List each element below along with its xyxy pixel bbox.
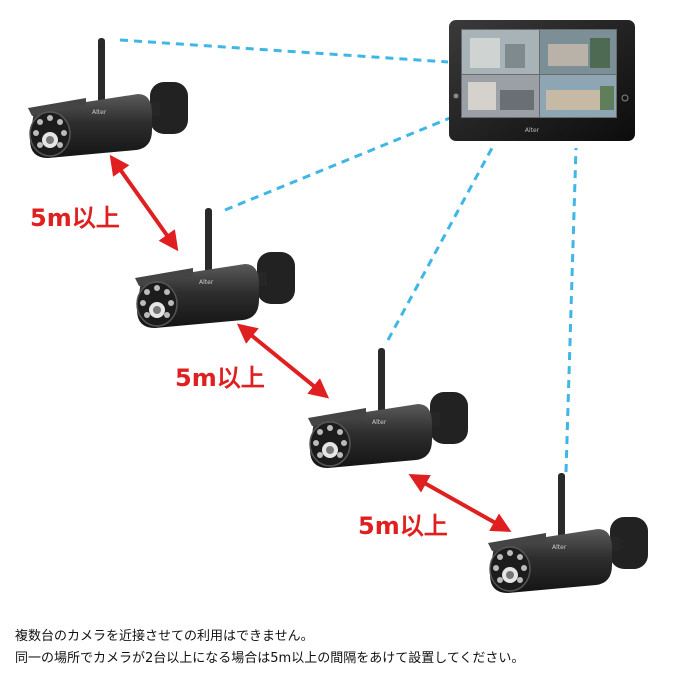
note-line-2: 同一の場所でカメラが2台以上になる場合は5m以上の間隔をあけて設置してください。 <box>15 651 525 666</box>
wireless-links <box>119 38 578 473</box>
link-camera-3 <box>386 147 494 341</box>
distance-arrow-1 <box>109 154 179 252</box>
distance-arrows <box>109 154 512 532</box>
distance-label-2: 5m以上 <box>175 364 265 392</box>
distance-arrow-2 <box>236 323 330 399</box>
camera-1-brand: Alter <box>92 109 107 116</box>
distance-label-3: 5m以上 <box>358 512 448 540</box>
distance-arrow-3 <box>408 474 512 532</box>
wireless-monitor: Alter <box>449 20 635 141</box>
camera-4: Alter <box>487 472 649 594</box>
note-line-1: 複数台のカメラを近接させての利用はできません。 <box>15 629 314 644</box>
camera-3-brand: Alter <box>372 419 387 426</box>
camera-2-brand: Alter <box>199 279 214 286</box>
link-camera-1 <box>119 38 449 64</box>
link-camera-2 <box>224 116 451 212</box>
camera-2: Alter <box>134 207 296 329</box>
distance-label-1: 5m以上 <box>30 204 120 232</box>
monitor-brand-logo: Alter <box>525 127 540 134</box>
link-camera-4 <box>564 147 578 473</box>
camera-3: Alter <box>307 347 469 469</box>
installation-notes: 複数台のカメラを近接させての利用はできません。 同一の場所でカメラが2台以上にな… <box>15 626 675 670</box>
camera-4-brand: Alter <box>552 544 567 551</box>
camera-1: Alter <box>27 37 189 159</box>
